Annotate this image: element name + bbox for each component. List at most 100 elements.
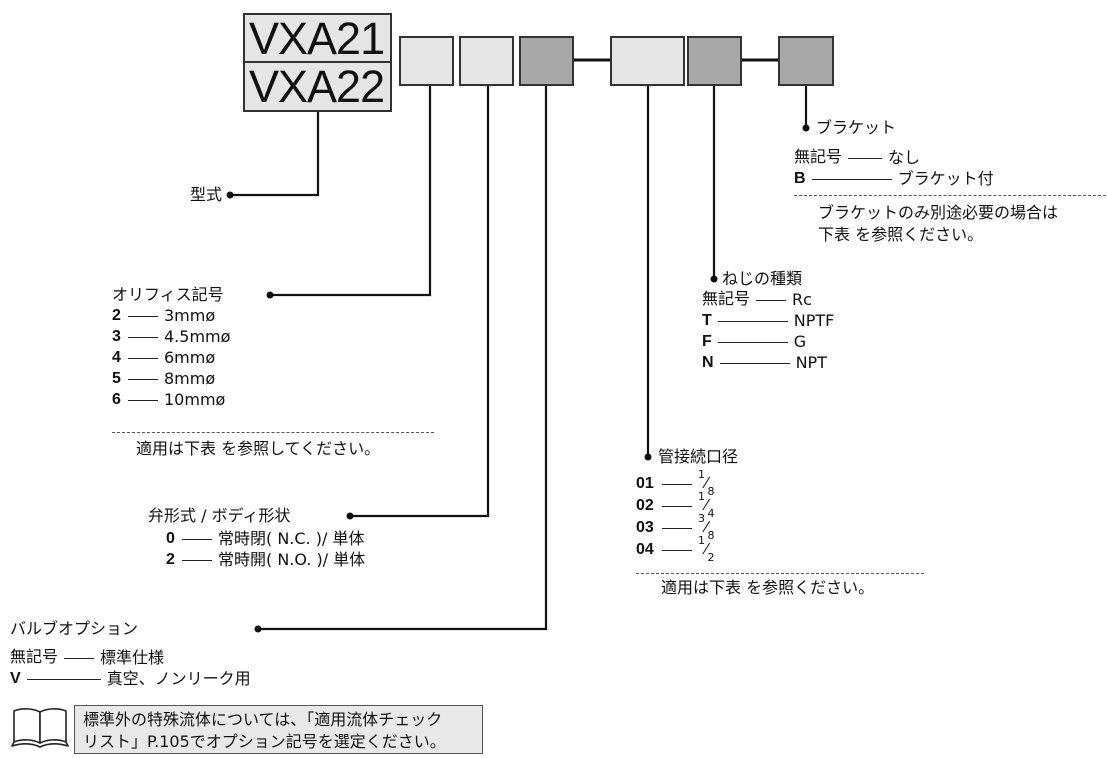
- option-code: 5: [112, 370, 121, 387]
- line-orifice: [270, 84, 432, 297]
- option-code: 0: [166, 530, 175, 547]
- option-leader: [128, 399, 158, 401]
- label-valve-form: 弁形式 / ボディ形状: [148, 506, 291, 525]
- option-leader: [182, 538, 212, 540]
- dot-port-size: [644, 453, 652, 461]
- fraction-numerator: 3: [698, 512, 705, 525]
- option-value: NPT: [795, 353, 827, 372]
- option-leader: [848, 157, 883, 159]
- orifice-option-row: 2 3mmø: [112, 306, 215, 326]
- bracket-divider: [794, 195, 1107, 196]
- option-leader: [719, 362, 790, 364]
- code-box-valve-option: [519, 36, 574, 86]
- code-box-orifice: [399, 36, 454, 86]
- orifice-option-row: 6 10mmø: [112, 390, 225, 410]
- dot-orifice: [266, 291, 274, 299]
- orifice-note: 適用は下表 を参照してください。: [136, 439, 381, 458]
- option-value: Rc: [792, 290, 812, 309]
- thread-option-row: N NPT: [702, 353, 827, 373]
- option-code: 4: [112, 349, 121, 366]
- option-code: F: [702, 333, 712, 350]
- option-code: 無記号: [702, 291, 751, 308]
- option-value: G: [793, 332, 807, 351]
- option-value: 標準仕様: [100, 648, 165, 667]
- label-model-type: 型式: [190, 185, 223, 204]
- label-valve-option: バルブオプション: [10, 619, 139, 638]
- option-code: 04: [636, 541, 654, 558]
- code-box-port-size: [610, 36, 685, 86]
- option-leader: [662, 527, 692, 529]
- option-leader: [128, 357, 158, 359]
- option-leader: [182, 559, 212, 561]
- option-code: 無記号: [10, 649, 59, 666]
- option-code: 02: [636, 497, 654, 514]
- fraction-numerator: 1: [698, 534, 705, 547]
- option-leader: [662, 505, 692, 507]
- fraction-denominator: 8: [707, 485, 715, 498]
- code-box-valve-form: [459, 36, 514, 86]
- port-size-note: 適用は下表 を参照ください。: [661, 578, 875, 597]
- option-leader: [662, 483, 692, 485]
- model-box-2: VXA22: [243, 61, 392, 112]
- option-value: 常時開( N.O. )/ 単体: [218, 550, 366, 569]
- option-leader: [26, 678, 101, 680]
- fraction-slash: ⁄: [705, 518, 708, 536]
- option-fraction: 1⁄2: [698, 534, 715, 565]
- option-code: 01: [636, 475, 654, 492]
- option-code: 2: [112, 307, 121, 324]
- dot-bracket: [802, 124, 810, 132]
- port-size-option-row: 04 1⁄2: [636, 534, 715, 565]
- fraction-denominator: 8: [707, 529, 715, 542]
- bracket-note-line-1: ブラケットのみ別途必要の場合は: [818, 203, 1059, 222]
- bracket-option-row: 無記号なし: [794, 148, 920, 168]
- option-code: T: [702, 312, 712, 329]
- thread-option-row: T NPTF: [702, 311, 834, 331]
- option-code: N: [702, 354, 714, 371]
- bracket-note-line-2: 下表 を参照ください。: [818, 225, 984, 244]
- option-fraction: 1⁄8: [698, 468, 715, 499]
- option-value: ブラケット付: [897, 169, 994, 188]
- label-bracket: ブラケット: [816, 118, 897, 137]
- dot-thread: [710, 275, 718, 283]
- port-size-option-row: 01 1⁄8: [636, 468, 715, 499]
- label-port-size: 管接続口径: [658, 447, 739, 466]
- option-leader: [64, 657, 95, 659]
- dot-valve-option: [254, 625, 262, 633]
- fraction-slash: ⁄: [705, 540, 708, 558]
- code-box-bracket: [778, 36, 834, 86]
- option-value: 8mmø: [164, 369, 216, 388]
- label-thread-type: ねじの種類: [722, 269, 803, 288]
- fraction-slash: ⁄: [705, 474, 708, 492]
- option-value: 真空、ノンリーク用: [106, 669, 251, 688]
- option-value: NPTF: [793, 311, 835, 330]
- option-leader: [717, 320, 788, 322]
- option-value: 4.5mmø: [164, 327, 231, 346]
- model-box-1: VXA21: [243, 13, 392, 63]
- option-fraction: 3⁄8: [698, 512, 715, 543]
- fraction-denominator: 2: [707, 551, 715, 564]
- option-code: 無記号: [794, 149, 843, 166]
- option-value: 常時閉( N.C. )/ 単体: [218, 529, 365, 548]
- option-leader: [756, 299, 787, 301]
- fraction-numerator: 1: [698, 490, 705, 503]
- option-code: 6: [112, 391, 121, 408]
- special-note-line-2: リスト」P.105でオプション記号を選定ください。: [83, 732, 446, 751]
- option-leader: [128, 315, 158, 317]
- port-size-divider: [636, 573, 924, 574]
- option-value: 10mmø: [164, 390, 226, 409]
- option-leader: [128, 336, 158, 338]
- option-value: 3mmø: [164, 306, 216, 325]
- option-code: 3: [112, 328, 121, 345]
- option-leader: [128, 378, 158, 380]
- special-note-line-1: 標準外の特殊流体については、「適用流体チェック: [83, 710, 443, 729]
- orifice-option-row: 3 4.5mmø: [112, 327, 230, 347]
- open-book-icon: [10, 706, 70, 750]
- option-leader: [811, 178, 892, 180]
